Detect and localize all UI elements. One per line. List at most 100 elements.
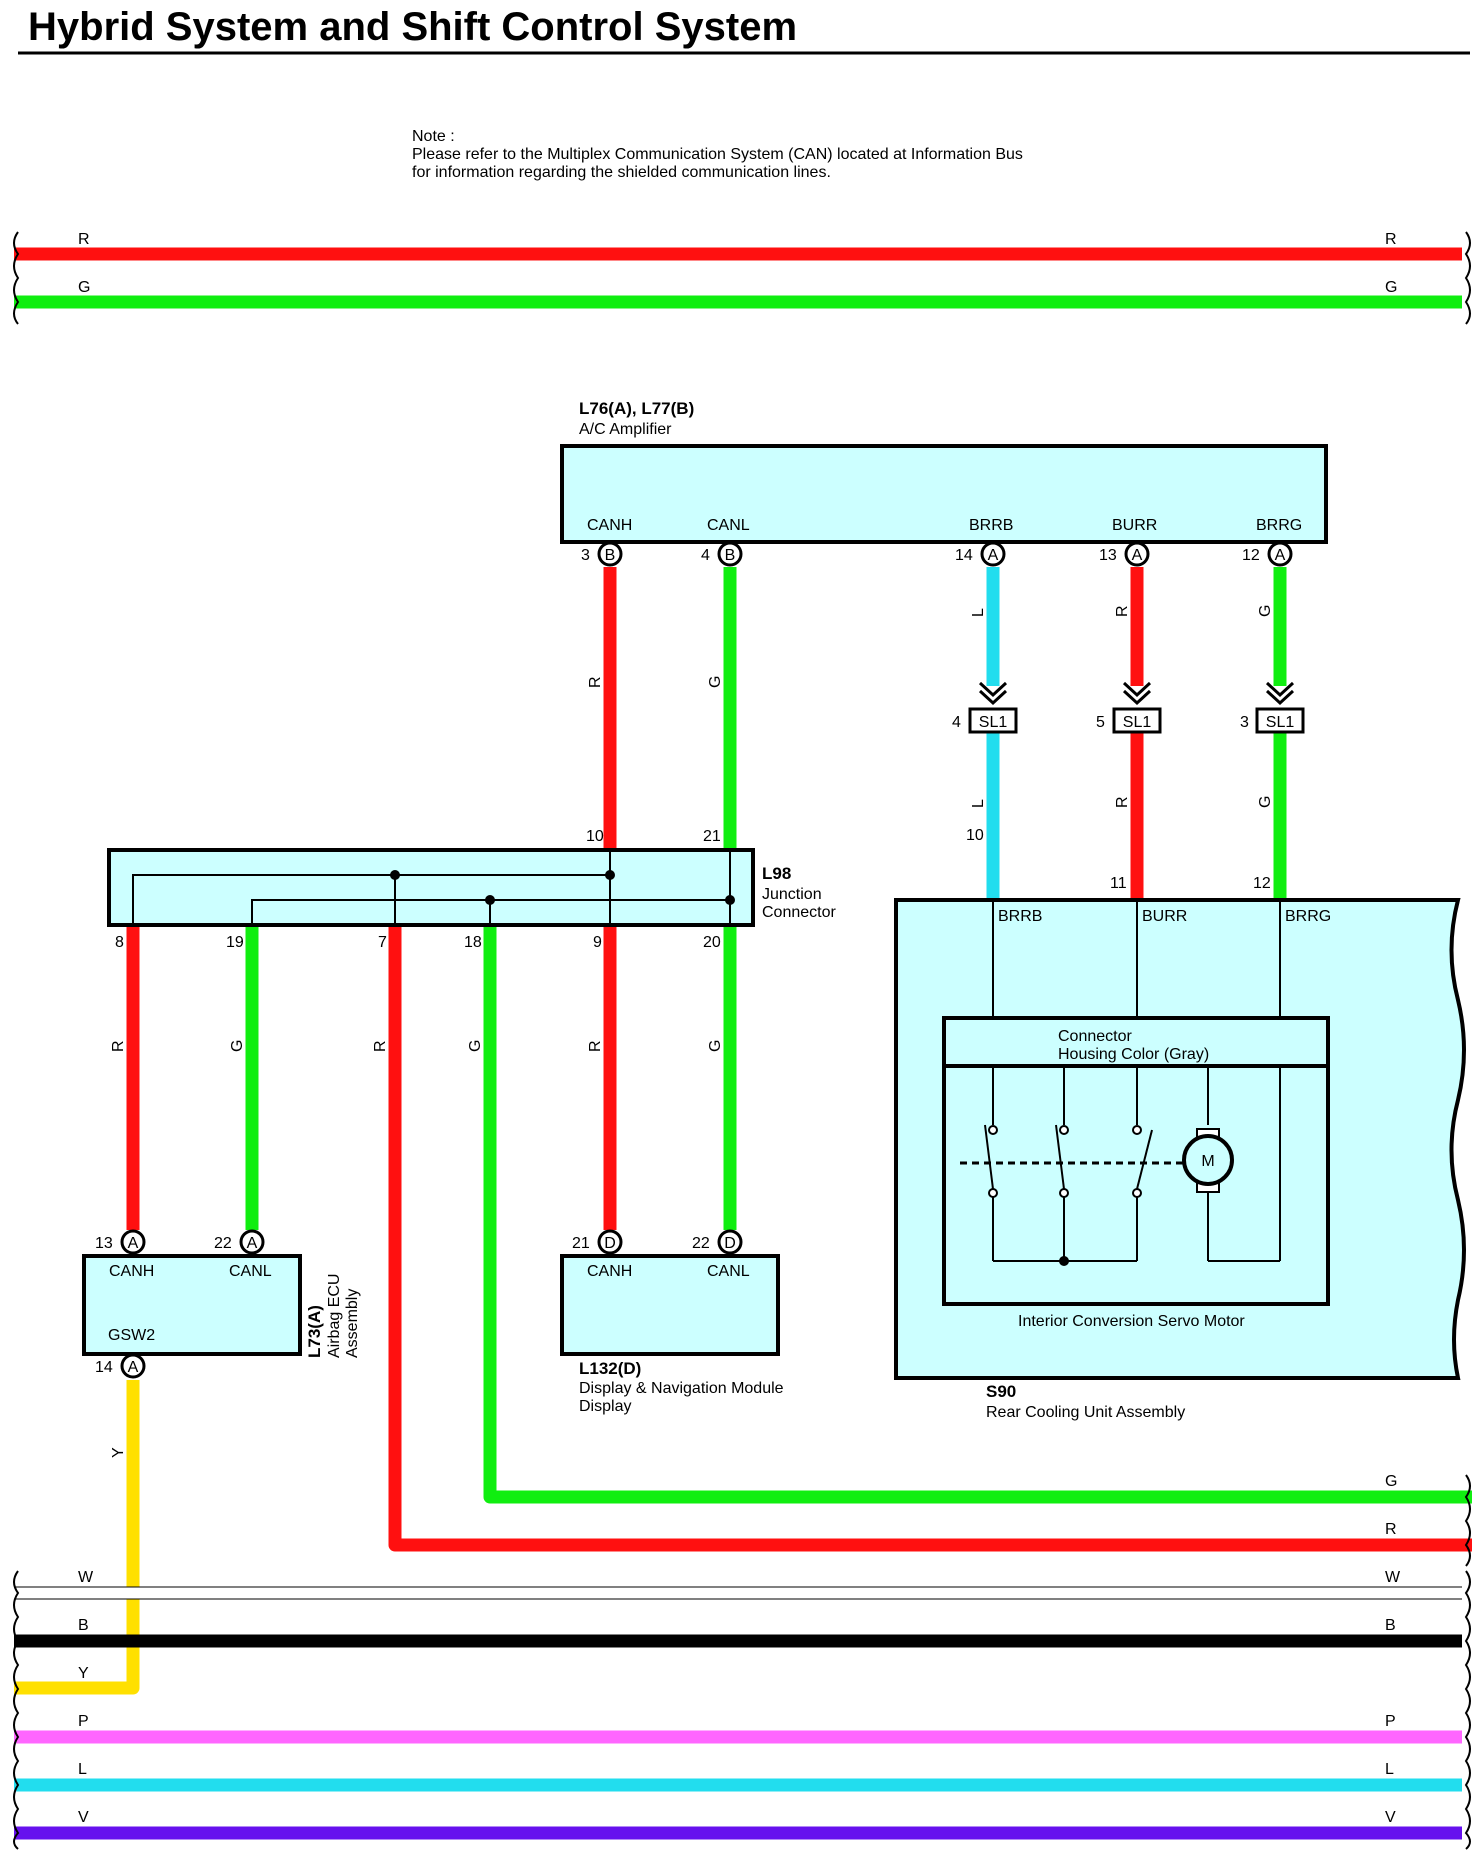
rear-cooling-unit: 10 11 12 BRRB BURR BRRG Connector Housin…: [894, 827, 1466, 1421]
display-navigation-l132: 21 D CANH 22 D CANL L132(D) Display & Na…: [560, 1229, 784, 1415]
connector-letter: A: [1275, 547, 1286, 564]
s90-code: S90: [986, 1382, 1016, 1401]
note-line-1: Please refer to the Multiplex Communicat…: [412, 146, 1023, 163]
sl1-label: SL1: [979, 714, 1008, 731]
bottom-bus: W B Y P L V W B P L V: [13, 1569, 1471, 1850]
sl1-pin-number: 3: [1240, 714, 1249, 731]
sl1-label: SL1: [1266, 714, 1295, 731]
wire-label-r-l98-8: R: [110, 1040, 127, 1052]
bottom-bus-label-left-l: L: [78, 1761, 87, 1778]
wire-label-l-amp-sl1: L: [970, 608, 987, 617]
connector-letter: A: [1132, 547, 1143, 564]
pin-name: CANL: [707, 1263, 750, 1280]
note-block: Note : Please refer to the Multiplex Com…: [412, 128, 1023, 181]
sl1-connectors: SL1 4 SL1 5 SL1 3: [952, 681, 1305, 734]
bottom-bus-label-right-p: P: [1385, 1713, 1396, 1730]
ac-amp-pin-name-brrg: BRRG: [1256, 517, 1302, 534]
connector-marker: [1267, 541, 1293, 567]
l98-pin-bottom-19: 19: [226, 934, 244, 951]
servo-motor-name: Interior Conversion Servo Motor: [1018, 1313, 1245, 1330]
bottom-bus-label-right-l: L: [1385, 1761, 1394, 1778]
wire-label-g-l98-20: G: [707, 1040, 724, 1052]
wire-label-r-amp-sl1: R: [1114, 605, 1131, 617]
mid-right-break: [1464, 1474, 1471, 1567]
connector-marker: [120, 1353, 146, 1379]
l98-junction-dot: [390, 870, 400, 880]
top-bus-left-break: [13, 231, 20, 325]
wire-l98-18-green-to-right: [483, 925, 1472, 1504]
l98-name-line-1: Junction: [762, 886, 822, 903]
sl1-pin-number: 5: [1096, 714, 1105, 731]
top-bus-label-left-2: G: [78, 279, 90, 296]
bottom-bus-label-left-y: Y: [78, 1665, 89, 1682]
pin-name: CANH: [109, 1263, 154, 1280]
wire-label-r-amp-canh: R: [587, 676, 604, 688]
pin-name: GSW2: [108, 1327, 155, 1344]
s90-pin-num-brrb: 10: [966, 827, 984, 844]
ac-amp-pin-name-burr: BURR: [1112, 517, 1157, 534]
connector-housing-line-2: Housing Color (Gray): [1058, 1046, 1209, 1063]
wire-label-g-amp-sl1: G: [1257, 605, 1274, 617]
ac-amplifier: L76(A), L77(B) A/C Amplifier CANH CANL B…: [560, 399, 1328, 567]
bottom-bus-right-break: [1464, 1570, 1471, 1850]
page-title: Hybrid System and Shift Control System: [28, 5, 798, 49]
note-heading: Note :: [412, 128, 455, 145]
pin-number: 21: [572, 1235, 590, 1252]
ac-amp-pin-brrb: 14 A: [955, 541, 1006, 567]
connector-letter: B: [605, 547, 616, 564]
l98-pin-bottom-20: 20: [703, 934, 721, 951]
sl1-connector-brrg: SL1 3: [1240, 681, 1305, 734]
connector-marker: [597, 541, 623, 567]
connector-housing-line-1: Connector: [1058, 1028, 1132, 1045]
wire-l73-gsw2-yellow-to-bus: [14, 1380, 140, 1695]
pin-number: 14: [95, 1359, 113, 1376]
wire-label-r-sl1-s90: R: [1114, 796, 1131, 808]
wire-label-r-l98-7: R: [372, 1040, 389, 1052]
connector-marker: [597, 1229, 623, 1255]
l132-name-line-2: Display: [579, 1398, 631, 1415]
l98-lower-wires: R G R G R G Y G R: [14, 925, 1472, 1695]
bottom-bus-label-right-b: B: [1385, 1617, 1396, 1634]
l98-junction-dot: [725, 895, 735, 905]
sl1-box: [1112, 707, 1162, 734]
bottom-bus-label-left-b: B: [78, 1617, 89, 1634]
wire-label-g-l98-19: G: [229, 1040, 246, 1052]
l73-name-line-2: Assembly: [344, 1289, 361, 1358]
sl1-box: [968, 707, 1018, 734]
connector-letter: D: [724, 1235, 736, 1252]
note-line-2: for information regarding the shielded c…: [412, 164, 831, 181]
s90-pin-name-brrb: BRRB: [998, 908, 1042, 925]
l98-code: L98: [762, 864, 791, 883]
l98-pin-top-21: 21: [703, 828, 721, 845]
motor-label: M: [1201, 1153, 1214, 1170]
top-bus-label-left-1: R: [78, 231, 90, 248]
connector-marker: [120, 1229, 146, 1255]
bottom-bus-label-right-w: W: [1385, 1569, 1401, 1586]
top-bus-right-break: [1464, 231, 1471, 325]
pin-number: 22: [692, 1235, 710, 1252]
l132-pin-canh: 21 D CANH: [572, 1229, 632, 1280]
s90-pin-name-burr: BURR: [1142, 908, 1187, 925]
wire-label-g-sl1-s90: G: [1257, 796, 1274, 808]
connector-letter: A: [988, 547, 999, 564]
s90-pin-num-burr: 11: [1110, 875, 1127, 892]
s90-name: Rear Cooling Unit Assembly: [986, 1404, 1185, 1421]
wire-label-r-l98-9: R: [587, 1040, 604, 1052]
sl1-pin-number: 4: [952, 714, 961, 731]
pin-number: 3: [581, 547, 590, 564]
ac-amp-pin-brrg: 12 A: [1242, 541, 1293, 567]
junction-connector-l98: 10 21 8 19 7 18 9 20 L98 Junction Connec…: [107, 828, 836, 951]
connector-marker: [717, 1229, 743, 1255]
l73-pin-gsw2: GSW2 14 A: [95, 1327, 155, 1379]
wire-label-l-sl1-s90: L: [970, 799, 987, 808]
l73-pin-canl: 22 A CANL: [214, 1229, 272, 1280]
l98-name-line-2: Connector: [762, 904, 836, 921]
ac-amp-pin-burr: 13 A: [1099, 541, 1150, 567]
pin-number: 4: [701, 547, 710, 564]
motor-icon: M: [1182, 1128, 1234, 1193]
ac-amp-box: [560, 444, 1328, 544]
chevron-down-icon: [1122, 681, 1152, 706]
l98-pin-bottom-8: 8: [115, 934, 124, 951]
airbag-ecu-l73: 13 A CANH 22 A CANL GSW2 14 A L73(A) Air…: [82, 1229, 361, 1379]
